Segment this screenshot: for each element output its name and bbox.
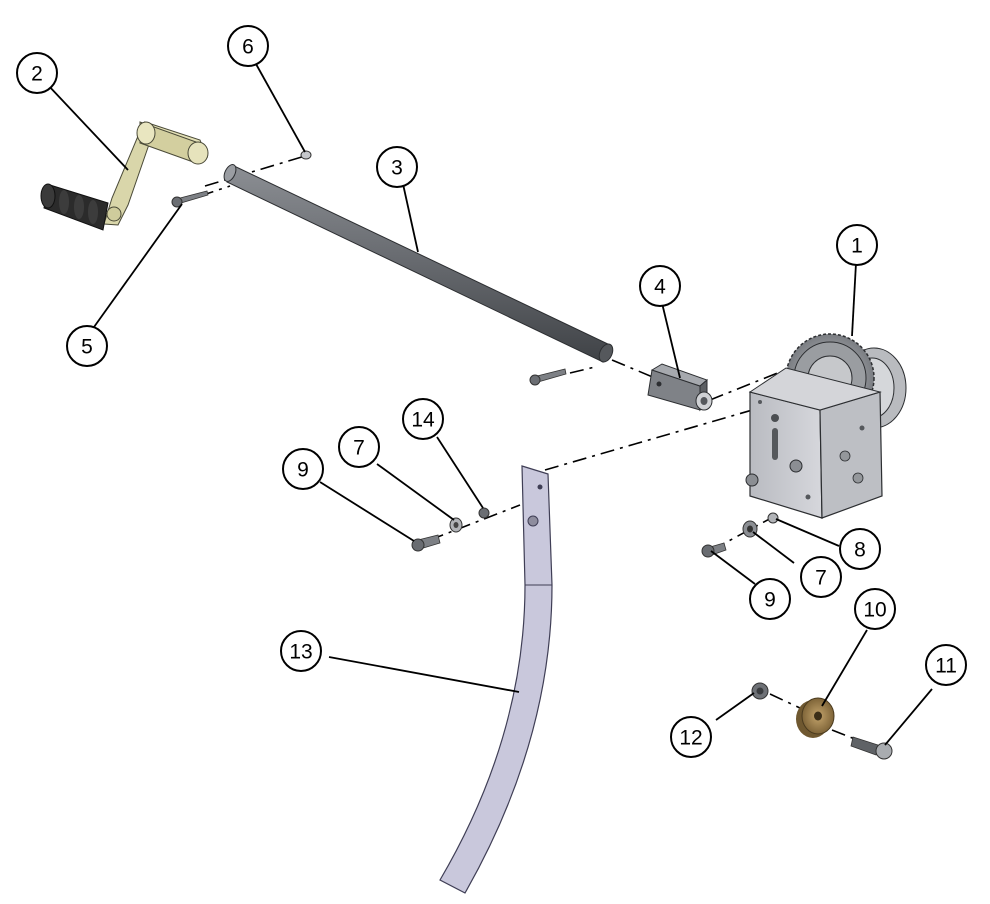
callout-2-label: 2 xyxy=(31,63,43,86)
callout-7-right: 7 xyxy=(800,556,842,598)
bolt-part-11 xyxy=(850,736,893,760)
roller-part xyxy=(796,697,835,738)
winch-body-part xyxy=(745,333,907,519)
hardware-left-set xyxy=(411,507,490,552)
callout-11: 11 xyxy=(925,644,967,686)
callout-3: 3 xyxy=(376,146,418,188)
callout-4-label: 4 xyxy=(654,276,666,299)
callout-9-left-label: 9 xyxy=(297,459,309,482)
callout-12-label: 12 xyxy=(679,727,702,750)
callout-8: 8 xyxy=(839,528,881,570)
callout-11-label: 11 xyxy=(935,655,957,678)
nut-part-12 xyxy=(751,682,769,700)
callout-5-label: 5 xyxy=(81,336,93,359)
callout-3-label: 3 xyxy=(391,157,403,180)
crank-handle-part xyxy=(40,121,209,231)
callout-8-label: 8 xyxy=(854,539,866,562)
callout-10: 10 xyxy=(854,588,896,630)
callout-9-left: 9 xyxy=(282,448,324,490)
callout-9-right-label: 9 xyxy=(764,589,776,612)
nut-part-6 xyxy=(300,150,312,160)
strap-part xyxy=(439,465,553,894)
coupler-part xyxy=(647,363,713,412)
pin-part-shaft-end xyxy=(529,368,567,386)
callout-5: 5 xyxy=(66,325,108,367)
pin-part-5 xyxy=(171,190,209,208)
callout-6: 6 xyxy=(227,25,269,67)
callout-6-label: 6 xyxy=(242,36,254,59)
callout-4: 4 xyxy=(639,265,681,307)
leader-lines xyxy=(46,63,933,746)
callout-1-label: 1 xyxy=(851,235,863,258)
callout-9-right: 9 xyxy=(749,578,791,620)
callout-14: 14 xyxy=(402,398,444,440)
callout-13: 13 xyxy=(280,630,322,672)
callout-1: 1 xyxy=(836,224,878,266)
callout-7-right-label: 7 xyxy=(815,567,827,590)
callout-2: 2 xyxy=(16,52,58,94)
shaft-part xyxy=(223,164,614,363)
callout-7-left: 7 xyxy=(338,426,380,468)
callout-10-label: 10 xyxy=(863,599,886,622)
callout-12: 12 xyxy=(670,716,712,758)
callout-14-label: 14 xyxy=(411,409,435,432)
callout-13-label: 13 xyxy=(289,641,312,664)
callout-7-left-label: 7 xyxy=(353,437,365,460)
